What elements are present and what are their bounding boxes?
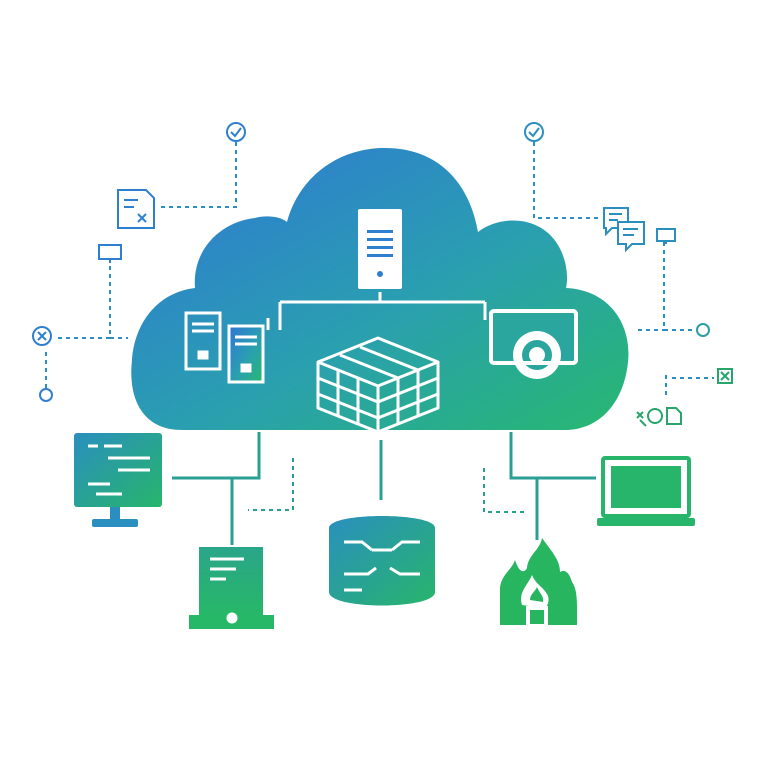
file-icon [636, 407, 682, 427]
camera-icon [489, 309, 578, 379]
tiny-monitor-icon [656, 228, 676, 244]
laptop-icon [597, 456, 695, 526]
small-monitor-icon [98, 244, 122, 263]
port-circle-icon [696, 323, 710, 337]
check-circle-icon [524, 122, 544, 142]
storage-box-icon [316, 336, 440, 434]
dashed-links [248, 458, 528, 513]
close-circle-icon [32, 326, 52, 346]
document-terminal-icon [189, 547, 274, 629]
database-cylinder-icon [329, 516, 435, 606]
file-error-icon [117, 189, 155, 229]
monitor-icon [74, 433, 162, 527]
server-tower-icon [358, 209, 402, 289]
cloud-internal-links [266, 292, 487, 330]
chat-bubbles-icon [603, 207, 645, 253]
desktop-tower-icon [184, 311, 265, 384]
check-circle-icon [226, 122, 246, 142]
close-box-icon [717, 368, 733, 384]
dashed-accessory-links [45, 142, 714, 395]
port-circle-icon [39, 388, 53, 402]
firewall-icon [500, 538, 578, 626]
cloud-down-links [172, 432, 596, 545]
